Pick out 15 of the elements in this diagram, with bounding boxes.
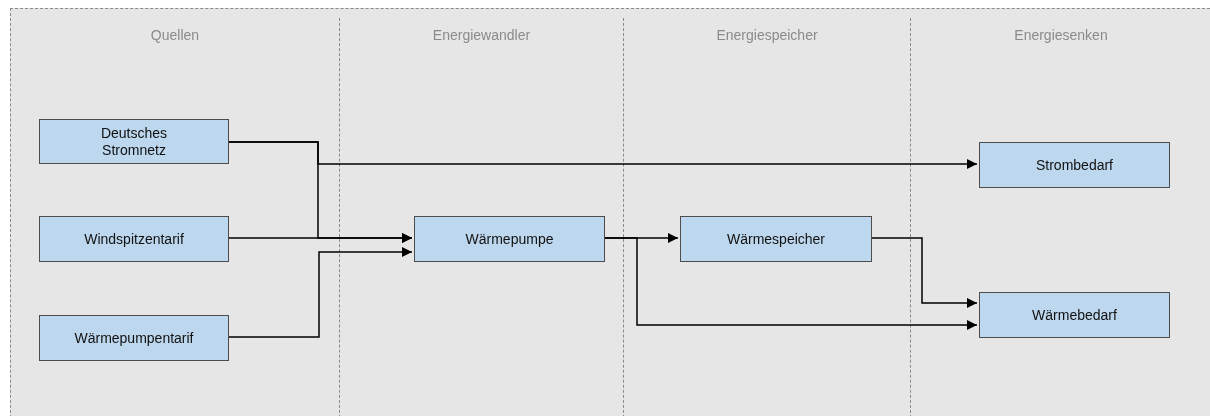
- arrow: [869, 237, 978, 308]
- lane-title: Quellen: [150, 27, 200, 43]
- process-box: Wärmespeicher: [680, 216, 872, 262]
- process-box: Wärmepumpentarif: [39, 315, 229, 361]
- process-box: Deutsches Stromnetz: [39, 119, 229, 164]
- process-box: Wärmepumpe: [414, 216, 605, 262]
- lane-title: Energiespeicher: [716, 27, 818, 43]
- process-box: Windspitzentarif: [39, 216, 229, 262]
- process-box: Wärmebedarf: [979, 292, 1170, 338]
- arrow: [227, 247, 413, 338]
- lane-title: Energiewandler: [432, 27, 531, 43]
- arrow: [602, 237, 978, 330]
- process-box: Strombedarf: [979, 142, 1170, 188]
- arrow: [227, 233, 413, 243]
- lane-title: Energiesenken: [1014, 27, 1108, 43]
